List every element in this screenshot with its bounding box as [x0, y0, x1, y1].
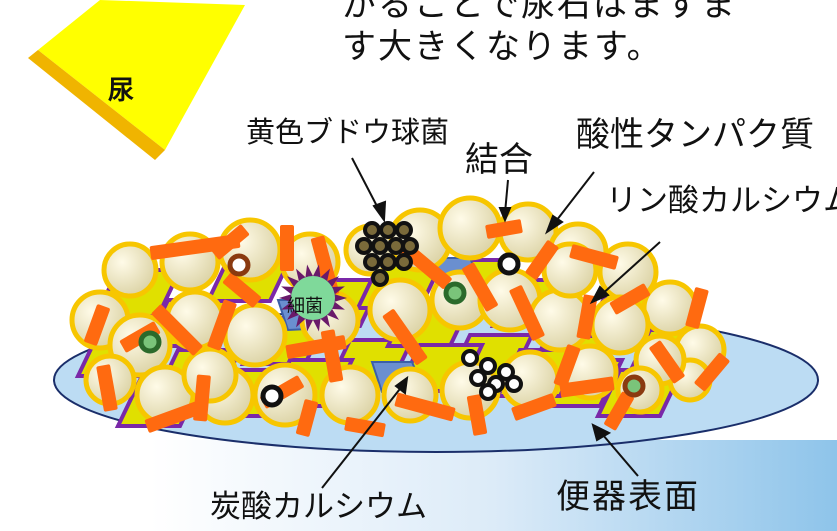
bacteria-cell: [291, 276, 335, 320]
particle: [497, 252, 521, 276]
staphylococcus: [371, 269, 389, 287]
label-toilet-surface: 便器表面: [556, 477, 700, 517]
binding-bar: [96, 364, 118, 412]
binding-bar: [207, 299, 237, 351]
binding-bar: [609, 283, 651, 315]
staphylococcus: [461, 349, 479, 367]
staphylococcus: [395, 221, 413, 239]
binding-bar: [149, 234, 241, 260]
staphylococcus: [363, 221, 381, 239]
binding-bar: [222, 272, 262, 308]
arrow-acid-protein-head: [544, 214, 564, 235]
staphylococcus: [401, 237, 419, 255]
binding-bar: [210, 224, 250, 260]
binding-bar: [525, 240, 559, 280]
arrow-staph-head: [372, 200, 387, 223]
binding-bar: [569, 244, 619, 270]
binding-bar: [280, 225, 294, 271]
binding-bar: [685, 287, 709, 329]
binding-bar: [553, 344, 581, 388]
staphylococcus: [479, 383, 497, 401]
urine-label: 尿: [108, 76, 135, 106]
calcium-phosphate-bead: [181, 346, 239, 404]
staphylococcus: [395, 253, 413, 271]
staphylococcus: [387, 237, 405, 255]
binding-bar: [394, 392, 456, 422]
arrow-calcium-carbonate-head: [394, 375, 409, 395]
staphylococcus: [479, 357, 497, 375]
particle: [138, 330, 162, 354]
staphylococcus: [379, 253, 397, 271]
calcium-phosphate-bead: [222, 302, 288, 368]
staphylococcus: [505, 375, 523, 393]
binding-bar: [320, 329, 344, 383]
binding-bar: [462, 262, 498, 312]
particle: [443, 281, 467, 305]
arrow-acid-protein: [552, 171, 595, 226]
arrow-toilet-surface-head: [591, 423, 612, 442]
heading-text: がることで尿石はますま す大きくなります。: [342, 0, 737, 67]
arrow-calcium-phosphate-head: [589, 285, 610, 305]
staphylococcus: [371, 237, 389, 255]
particle: [622, 374, 646, 398]
urinary-stone-cluster: [69, 195, 730, 438]
label-bacteria: 細菌: [287, 296, 323, 317]
staphylococcus: [355, 237, 373, 255]
binding-bar: [604, 391, 634, 431]
label-binding: 結合: [465, 140, 533, 180]
binding-bar: [84, 304, 110, 346]
label-acid-protein: 酸性タンパク質: [576, 115, 814, 155]
label-calcium-phosphate: リン酸カルシウム: [606, 183, 837, 219]
label-staph: 黄色ブドウ球菌: [246, 115, 450, 149]
staphylococcus: [469, 369, 487, 387]
binding-bar: [649, 340, 685, 384]
particle: [227, 253, 251, 277]
binding-bar: [466, 394, 488, 436]
binding-bar: [151, 304, 203, 356]
binding-bar: [694, 352, 730, 392]
binding-bar: [382, 309, 428, 365]
calcium-phosphate-bead: [101, 241, 159, 299]
binding-bar: [509, 285, 545, 341]
arrow-staph: [351, 157, 381, 213]
arrow-toilet-surface: [602, 434, 639, 477]
particle: [260, 384, 284, 408]
binding-bar: [144, 401, 202, 433]
arrow-calcium-phosphate: [599, 241, 661, 297]
staphylococcus: [497, 363, 515, 381]
urine-stream: [28, 0, 245, 160]
arrow-calcium-carbonate: [321, 384, 404, 489]
binding-bar: [296, 399, 318, 437]
staphylococcus: [363, 253, 381, 271]
arrow-binding-head: [498, 207, 512, 223]
binding-bar: [193, 374, 211, 422]
floor-gradient: [150, 440, 837, 531]
staphylococcus: [379, 221, 397, 239]
label-calcium-carbonate: 炭酸カルシウム: [210, 489, 427, 525]
binding-bar: [511, 393, 557, 421]
binding-bar: [559, 376, 615, 398]
binding-bar: [344, 416, 386, 438]
binding-bar: [485, 219, 523, 239]
binding-bar: [576, 294, 598, 340]
pointer-arrows: [321, 157, 661, 489]
